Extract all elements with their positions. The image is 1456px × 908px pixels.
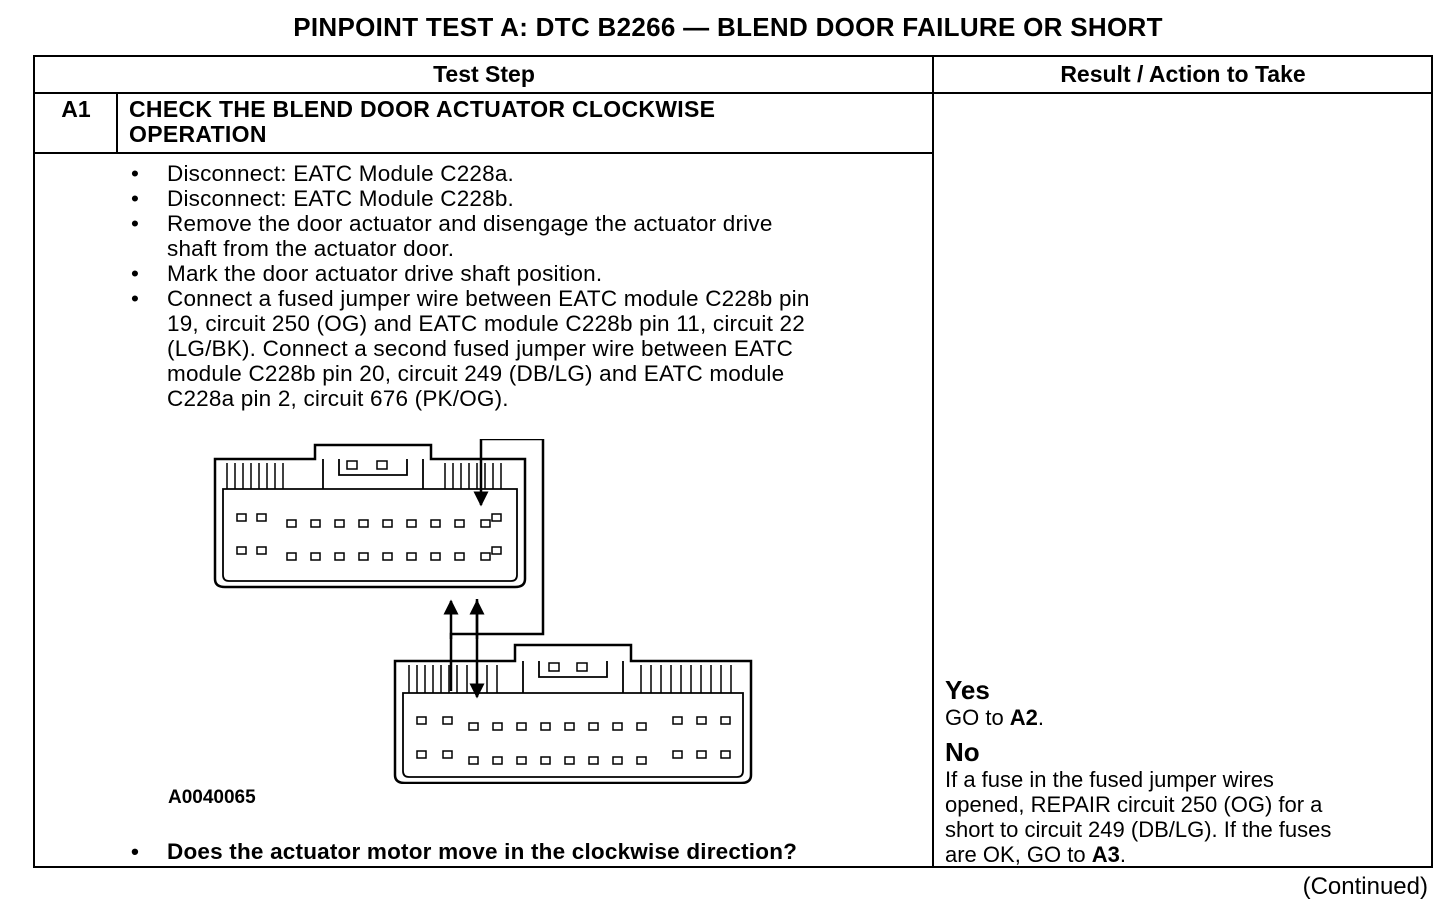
continued-label: (Continued)	[1302, 873, 1428, 900]
bullet-icon: •	[131, 211, 140, 236]
yes-suffix: .	[1037, 705, 1045, 730]
step-instructions: • Disconnect: EATC Module C228a. • Disco…	[127, 161, 917, 411]
result-action: Yes GO to A2. No If a fuse in the fused …	[945, 675, 1425, 867]
instruction-line: shaft from the actuator door.	[167, 236, 455, 261]
step-title-line: CHECK THE BLEND DOOR ACTUATOR CLOCKWISE	[129, 96, 716, 122]
no-prefix: are OK, GO to	[945, 842, 1092, 867]
column-divider	[932, 57, 934, 866]
instruction-item: • Disconnect: EATC Module C228b.	[127, 186, 917, 211]
instruction-line: module C228b pin 20, circuit 249 (DB/LG)…	[167, 361, 785, 386]
no-line: short to circuit 249 (DB/LG). If the fus…	[945, 817, 1332, 842]
bullet-icon: •	[131, 261, 140, 286]
instruction-line: Disconnect: EATC Module C228b.	[167, 186, 514, 211]
no-suffix: .	[1119, 842, 1126, 867]
instruction-item: • Remove the door actuator and disengage…	[127, 211, 917, 261]
step-id-divider	[116, 93, 118, 153]
jumper-wire-icon	[443, 439, 545, 699]
header-result: Result / Action to Take	[1060, 61, 1306, 87]
instruction-item: • Disconnect: EATC Module C228a.	[127, 161, 917, 186]
yes-target-link[interactable]: A2	[1009, 705, 1038, 730]
instruction-line: Disconnect: EATC Module C228a.	[167, 161, 514, 186]
step-title-line: OPERATION	[129, 121, 267, 147]
connector-c228b-icon	[393, 643, 753, 784]
instruction-item: • Connect a fused jumper wire between EA…	[127, 286, 917, 411]
no-label: No	[945, 737, 980, 767]
pinpoint-test-table: Test Step Result / Action to Take A1 CHE…	[33, 55, 1433, 868]
bullet-icon: •	[131, 286, 140, 311]
instruction-line: C228a pin 2, circuit 676 (PK/OG).	[167, 386, 509, 411]
yes-prefix: GO to	[945, 705, 1010, 730]
header-divider	[35, 92, 1431, 94]
step-id: A1	[61, 96, 91, 122]
page-title: PINPOINT TEST A: DTC B2266 — BLEND DOOR …	[293, 12, 1163, 42]
header-test-step: Test Step	[433, 61, 535, 87]
step-title-divider	[35, 152, 933, 154]
instruction-item: • Mark the door actuator drive shaft pos…	[127, 261, 917, 286]
instruction-line: Connect a fused jumper wire between EATC…	[167, 286, 810, 311]
bullet-icon: •	[131, 839, 140, 864]
step-question: • Does the actuator motor move in the clo…	[127, 839, 797, 865]
instruction-line: (LG/BK). Connect a second fused jumper w…	[167, 336, 794, 361]
figure-id: A0040065	[168, 787, 256, 808]
question-text: Does the actuator motor move in the cloc…	[167, 839, 798, 864]
no-action: are OK, GO to A3.	[945, 842, 1425, 867]
no-line: opened, REPAIR circuit 250 (OG) for a	[945, 792, 1323, 817]
connector-jumper-diagram	[213, 439, 753, 784]
step-title: CHECK THE BLEND DOOR ACTUATOR CLOCKWISE …	[129, 94, 909, 147]
instruction-line: Mark the door actuator drive shaft posit…	[167, 261, 603, 286]
instruction-line: 19, circuit 250 (OG) and EATC module C22…	[167, 311, 805, 336]
no-line: If a fuse in the fused jumper wires	[945, 767, 1274, 792]
connector-c228a-icon	[213, 443, 527, 589]
instruction-line: Remove the door actuator and disengage t…	[167, 211, 773, 236]
yes-action: GO to A2.	[945, 705, 1425, 730]
bullet-icon: •	[131, 186, 140, 211]
bullet-icon: •	[131, 161, 140, 186]
no-target-link[interactable]: A3	[1091, 842, 1120, 867]
yes-label: Yes	[945, 675, 990, 705]
